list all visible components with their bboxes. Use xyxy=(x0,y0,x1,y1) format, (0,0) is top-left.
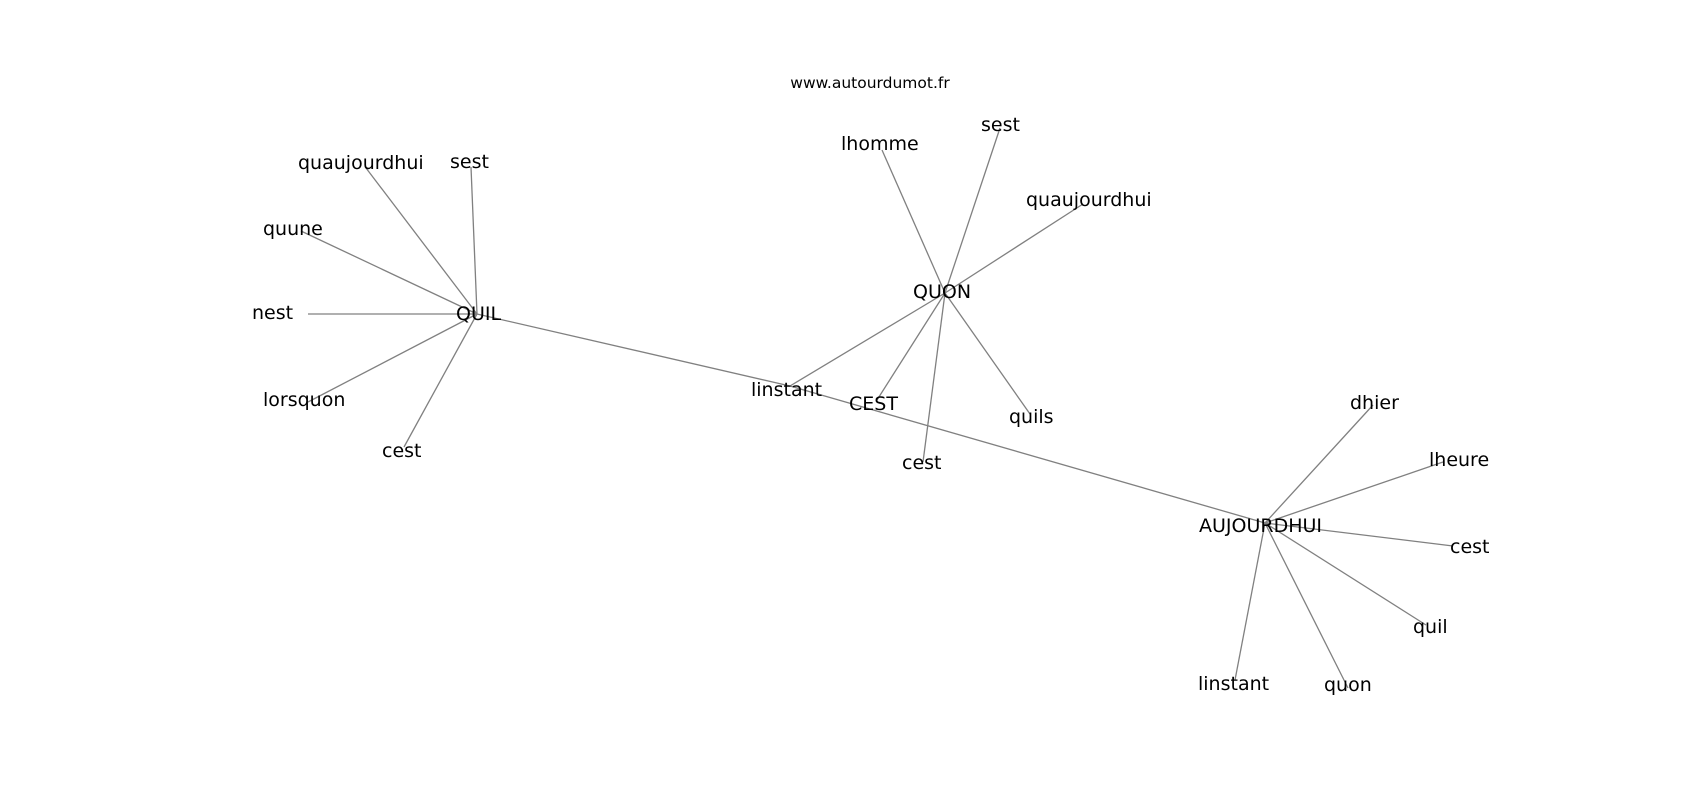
edge-quil_hub-quil_lorsquon xyxy=(307,313,478,403)
node-label-auj-quon: quon xyxy=(1324,674,1372,696)
edge-quon_hub-quon_quaujourdhui xyxy=(944,203,1084,294)
edge-auj_hub-auj_quon xyxy=(1264,522,1349,689)
node-label-auj-quil: quil xyxy=(1413,616,1448,638)
node-label-quon-quaujourdhui: quaujourdhui xyxy=(1026,189,1152,211)
edge-quon_hub-quon_lhomme xyxy=(881,149,946,294)
watermark: www.autourdumot.fr xyxy=(790,74,950,92)
node-label-quil-quune: quune xyxy=(263,218,323,240)
edge-linstant-auj_hub xyxy=(789,385,1266,524)
graph-edges xyxy=(300,127,1454,689)
edge-linstant-quon_hub xyxy=(789,292,946,387)
edge-auj_hub-auj_lheure xyxy=(1264,461,1444,524)
edge-quil_hub-linstant xyxy=(476,313,791,387)
edge-quil_hub-quil_sest xyxy=(470,166,478,315)
node-label-quil-nest: nest xyxy=(252,302,293,324)
node-label-auj-lheure: lheure xyxy=(1429,449,1489,471)
node-label-quon-quils: quils xyxy=(1009,406,1054,428)
node-label-auj-hub: AUJOURDHUI xyxy=(1199,515,1322,537)
node-label-quon-lhomme: lhomme xyxy=(841,133,919,155)
edge-auj_hub-auj_linstant xyxy=(1234,522,1266,681)
node-label-quon-hub: QUON xyxy=(913,281,971,303)
graph-nodes: QUIL quaujourdhui sest quune nest lorsquon ces… xyxy=(252,114,1489,696)
edge-auj_hub-auj_cest xyxy=(1264,522,1454,547)
node-label-quon-sest: sest xyxy=(981,114,1020,136)
edge-auj_hub-auj_quil xyxy=(1264,522,1427,626)
edge-quil_hub-quil_quune xyxy=(300,230,478,315)
edge-quon_hub-cest_hub xyxy=(876,292,946,401)
node-label-quil-quaujourdhui: quaujourdhui xyxy=(298,152,424,174)
edge-quil_hub-quil_cest xyxy=(403,313,478,448)
edge-quil_hub-quil_quaujourdhui xyxy=(365,167,478,315)
node-label-cest-hub: CEST xyxy=(849,393,898,415)
node-label-quil-sest: sest xyxy=(450,151,489,173)
edge-auj_hub-auj_dhier xyxy=(1264,404,1374,524)
edge-quon_hub-quon_cest xyxy=(922,292,946,463)
edge-quon_hub-quon_quils xyxy=(944,292,1031,415)
node-label-auj-dhier: dhier xyxy=(1350,392,1399,414)
node-label-quil-lorsquon: lorsquon xyxy=(263,389,345,411)
node-label-auj-linstant: linstant xyxy=(1198,673,1269,695)
node-label-quon-cest: cest xyxy=(902,452,941,474)
node-label-quil-cest: cest xyxy=(382,440,421,462)
edge-quon_hub-quon_sest xyxy=(944,127,1001,294)
node-label-linstant: linstant xyxy=(751,379,822,401)
node-label-quil-hub: QUIL xyxy=(456,303,501,325)
node-label-auj-cest: cest xyxy=(1450,536,1489,558)
